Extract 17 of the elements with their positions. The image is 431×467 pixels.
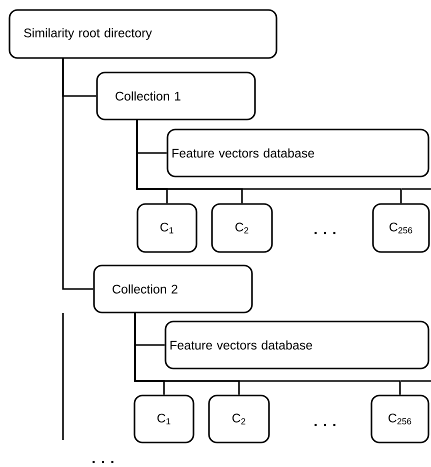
database-box: Feature vectors database: [166, 128, 430, 178]
cluster-box: C$_{256}$: [372, 203, 430, 253]
cluster-box: C$_{1}$: [134, 394, 194, 444]
cluster-box: C$_{2}$: [211, 203, 273, 253]
tree-line: [62, 58, 94, 290]
database-box: Feature vectors database: [164, 320, 430, 370]
tree-line: [134, 313, 401, 395]
ellipsis: . . .: [92, 460, 114, 464]
ellipsis: . . .: [314, 424, 336, 426]
cluster-box: C$_{1}$: [136, 203, 198, 253]
tree-line: [136, 120, 402, 204]
ellipsis: . . .: [314, 232, 336, 234]
collection-box: Collection 2: [93, 264, 253, 314]
cluster-box: C$_{2}$: [208, 394, 270, 444]
collection-box: Collection 1: [96, 72, 256, 120]
directory-box: Similarity root directory: [8, 9, 278, 59]
cluster-box: C$_{256}$: [370, 394, 430, 444]
